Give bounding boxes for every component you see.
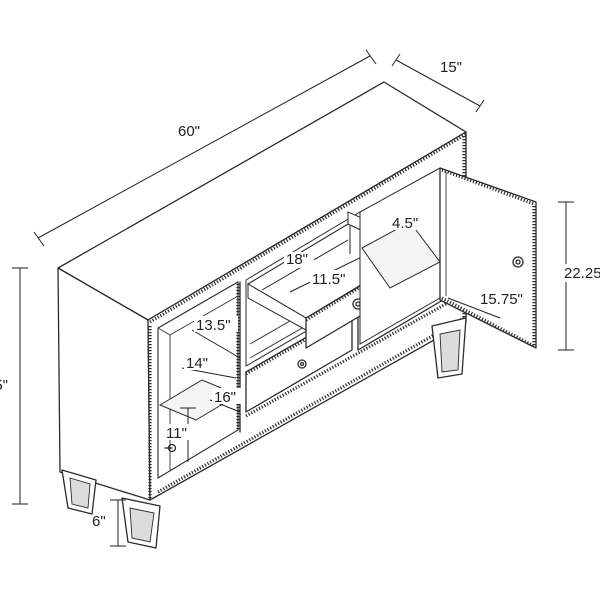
door-height-label: 22.25" — [564, 265, 600, 282]
drawer-inner-width-label: 11.5" — [312, 271, 345, 288]
shelf-clearance-label: 11" — [166, 425, 187, 442]
drawer-depth-label: 18" — [286, 251, 308, 268]
legs — [61, 317, 467, 549]
width-label: 60" — [178, 123, 200, 140]
door-width-label: 15.75" — [480, 291, 523, 308]
right-door — [439, 167, 537, 349]
shelf-width-label: 14" — [186, 355, 208, 372]
height-label: 35" — [0, 377, 8, 394]
shelf-span-label: 16" — [214, 389, 236, 406]
right-compartment — [359, 167, 537, 349]
shelf-depth-label: 13.5" — [196, 317, 231, 334]
drawer-height-label: 4.5" — [392, 215, 418, 232]
dimension-labels: 60" 15" 35" 22.25" 15.75" 18" 11.5" 4.5"… — [0, 59, 600, 530]
lower-drawer-knob-icon — [297, 359, 307, 369]
leg-height-label: 6" — [92, 513, 106, 530]
depth-label: 15" — [440, 59, 462, 76]
right-door-knob-icon — [512, 256, 524, 268]
